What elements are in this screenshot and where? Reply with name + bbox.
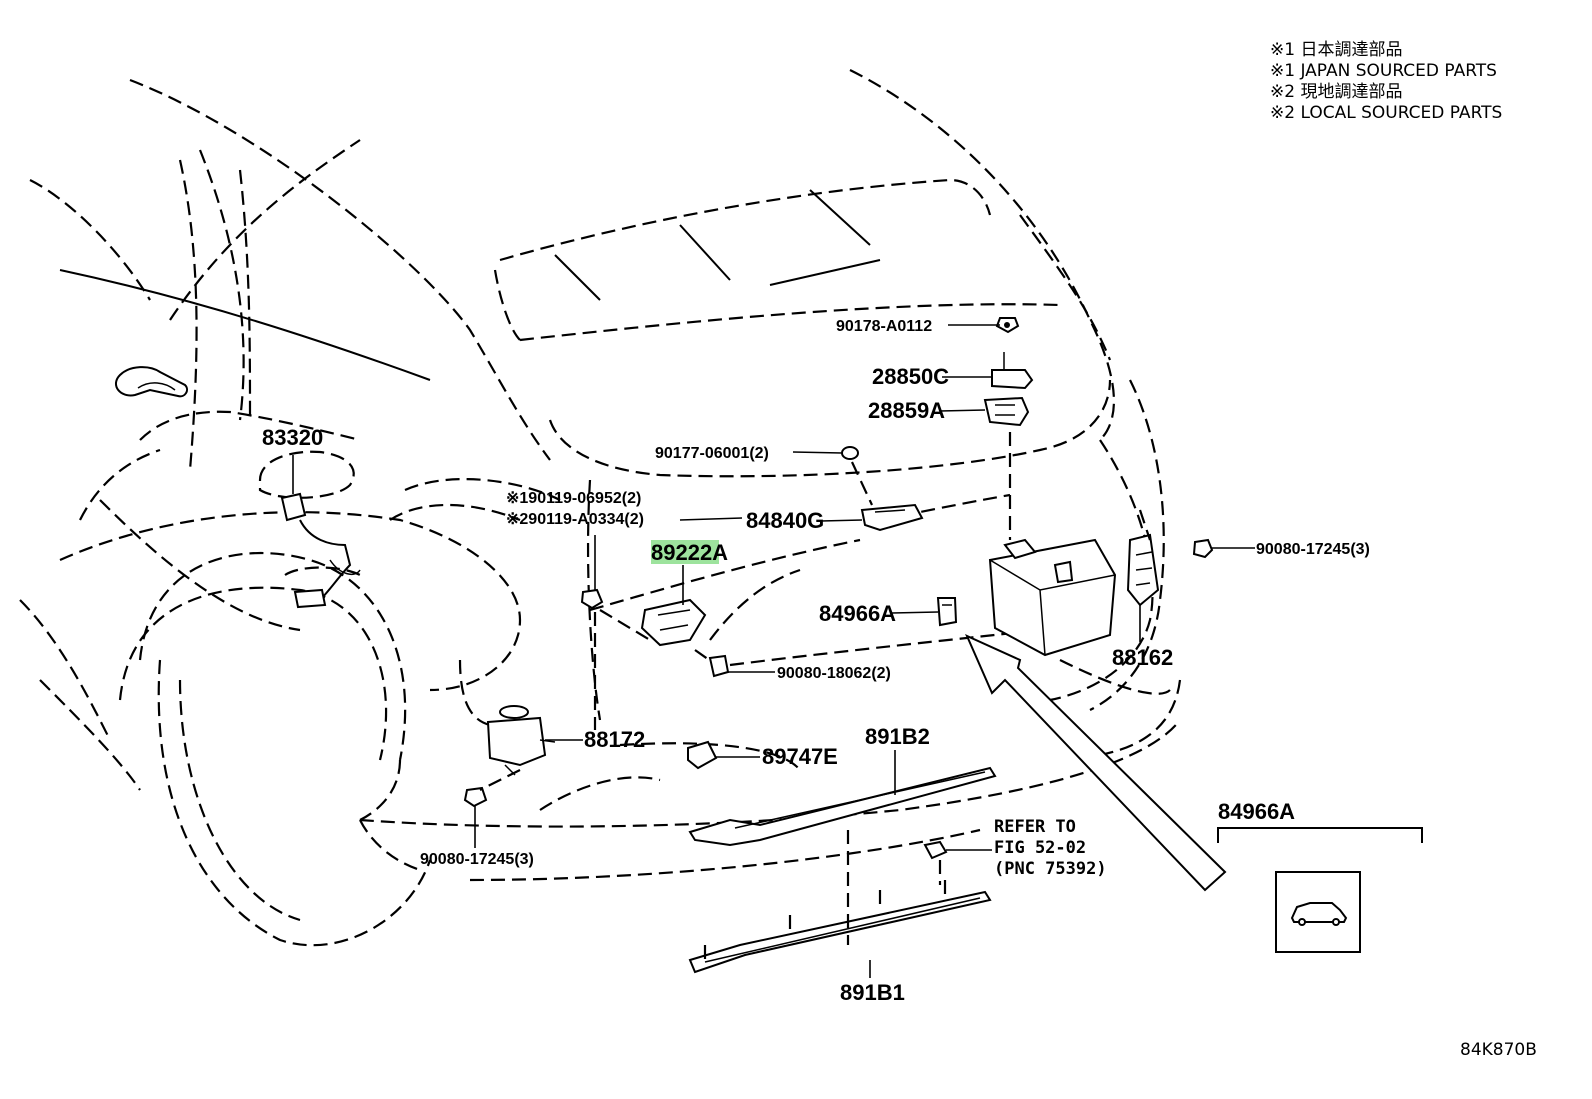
part-nozzle-refer — [923, 840, 948, 860]
label-89222a[interactable]: 89222A — [651, 540, 728, 565]
label-28859a[interactable]: 28859A — [868, 398, 945, 423]
label-90080-17245-right[interactable]: 90080-17245(3) — [1256, 541, 1370, 558]
part-handle-84840g — [860, 503, 924, 532]
refer-line-2[interactable]: FIG 52-02 — [994, 838, 1086, 858]
label-84840g[interactable]: 84840G — [746, 508, 824, 533]
part-nut-90080-18062 — [708, 654, 730, 678]
legend-line-3: ※2 現地調達部品 — [1270, 82, 1402, 102]
part-clip-90178 — [995, 317, 1020, 334]
label-84966a-inset[interactable]: 84966A — [1218, 799, 1295, 824]
label-88162[interactable]: 88162 — [1112, 645, 1173, 670]
label-90080-18062[interactable]: 90080-18062(2) — [777, 665, 891, 682]
label-90178[interactable]: 90178-A0112 — [836, 318, 932, 335]
label-90080-17245-left[interactable]: 90080-17245(3) — [420, 851, 534, 868]
part-wiper-arm-891b2 — [688, 766, 997, 847]
legend-line-4: ※2 LOCAL SOURCED PARTS — [1270, 103, 1502, 123]
legend: ※1 日本調達部品 ※1 JAPAN SOURCED PARTS ※2 現地調達… — [1270, 40, 1502, 123]
part-labels: 90178-A0112 28850C 28859A 83320 90177-06… — [262, 318, 1370, 1005]
diagram-code: 84K870B — [1460, 1040, 1537, 1060]
vehicle-outline — [19, 69, 1182, 947]
legend-line-1: ※1 日本調達部品 — [1270, 40, 1402, 60]
refer-line-3: (PNC 75392) — [994, 859, 1107, 879]
refer-line-1: REFER TO — [994, 817, 1076, 837]
view-arrow — [965, 634, 1227, 892]
part-nut-90080-left — [463, 786, 488, 808]
part-clip-84966a — [936, 597, 958, 627]
part-sensor-88162 — [1126, 533, 1160, 607]
label-891b2[interactable]: 891B2 — [865, 724, 930, 749]
label-83320[interactable]: 83320 — [262, 425, 323, 450]
part-bracket-28850c — [991, 352, 1034, 390]
leader-lines — [292, 324, 1255, 978]
label-90119-japan[interactable]: ※190119-06952(2) — [506, 490, 641, 507]
part-box-battery — [988, 538, 1117, 657]
inset-84966a — [1217, 827, 1423, 953]
part-wiper-blade-891b1 — [688, 880, 992, 974]
part-bolt-90119 — [580, 588, 604, 610]
part-bracket-89222a — [640, 598, 707, 647]
car-icon — [1290, 902, 1348, 926]
label-84966a[interactable]: 84966A — [819, 601, 896, 626]
highlight-89222a — [651, 540, 719, 564]
part-latch-28859a — [983, 396, 1030, 427]
part-connector-89747e — [687, 740, 718, 770]
refer-note: REFER TO FIG 52-02 (PNC 75392) — [994, 817, 1107, 879]
label-28850c[interactable]: 28850C — [872, 364, 949, 389]
part-fuel-sensor-83320 — [280, 492, 361, 609]
label-89747e[interactable]: 89747E — [762, 744, 838, 769]
part-motor-88172 — [486, 705, 556, 776]
label-88172[interactable]: 88172 — [584, 727, 645, 752]
label-891b1[interactable]: 891B1 — [840, 980, 905, 1005]
part-nut-90080-right — [1192, 538, 1214, 559]
legend-line-2: ※1 JAPAN SOURCED PARTS — [1270, 61, 1497, 81]
label-90119-local[interactable]: ※290119-A0334(2) — [506, 511, 644, 528]
label-90177[interactable]: 90177-06001(2) — [655, 445, 769, 462]
part-nut-90177 — [841, 446, 859, 460]
